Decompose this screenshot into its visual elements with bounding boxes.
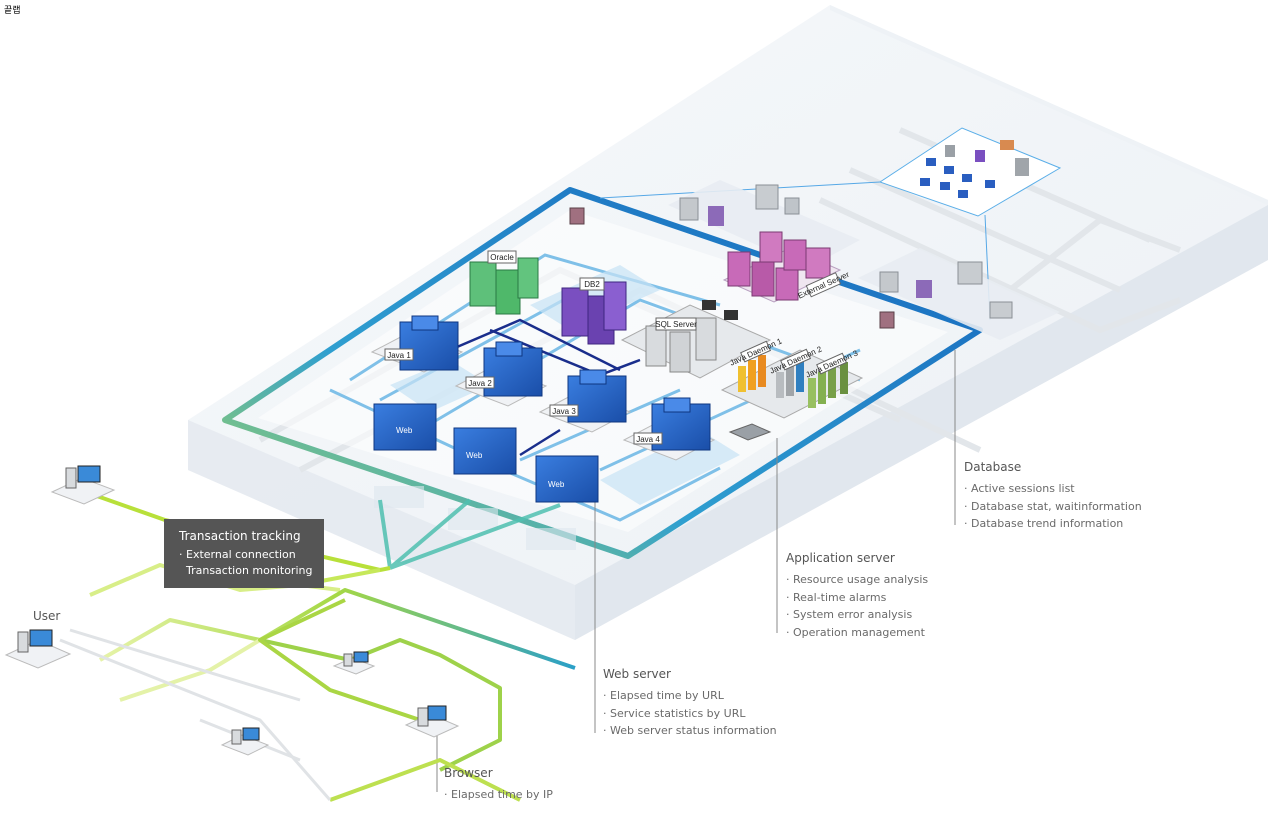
database-callout: Database · Active sessions list · Databa… (964, 460, 1142, 533)
application-server-callout-item: · System error analysis (786, 608, 913, 621)
web-server-2: Web (448, 427, 517, 530)
database-callout-item: · Database stat, waitinformation (964, 499, 1142, 513)
database-callout-item: · Active sessions list (964, 482, 1075, 495)
grey-user-links (59, 628, 332, 801)
user-label: User (33, 609, 61, 623)
user-pc-4 (220, 727, 270, 756)
java-server-3: Java 3 (538, 369, 632, 433)
db2-label: DB2 (584, 280, 600, 289)
web-server-3: Web (526, 455, 599, 550)
application-server-callout-item: · Real-time alarms (786, 590, 887, 604)
browser-callout-item: · Elapsed time by IP (444, 788, 553, 801)
web-server-2-label: Web (466, 451, 483, 460)
java-4-label: Java 4 (636, 435, 660, 444)
db2-db: DB2 (561, 277, 627, 345)
java-server-1: Java 1 (370, 315, 464, 373)
tooltip-title: Transaction tracking (179, 529, 301, 543)
web-server-callout-title: Web server (603, 667, 671, 681)
user-pc-1 (50, 465, 116, 505)
java-2-label: Java 2 (468, 379, 492, 388)
application-server-callout-title: Application server (786, 551, 895, 565)
oracle-db: Oracle (469, 250, 539, 315)
database-callout-item: · Database trend information (964, 517, 1124, 530)
web-server-1: Web (373, 403, 437, 508)
inset-servers (920, 140, 1029, 198)
java-3-label: Java 3 (552, 407, 576, 416)
web-server-callout-item: · Web server status information (603, 724, 777, 737)
grey-servers (668, 180, 1060, 340)
database-callout-title: Database (964, 460, 1022, 474)
user-pc-2 (4, 629, 72, 669)
application-server-callout-item: · Operation management (786, 625, 925, 639)
java-server-4: Java 4 (622, 397, 716, 461)
web-server-callout-item: · Service statistics by URL (603, 706, 746, 720)
teal-funnel (378, 498, 561, 570)
web-server-3-label: Web (548, 480, 565, 489)
corner-text: 끝랩 (4, 6, 21, 16)
web-server-1-label: Web (396, 426, 413, 435)
callout-leaders (436, 350, 956, 792)
java-server-2: Java 2 (454, 341, 548, 407)
application-server-callout-item: · Resource usage analysis (786, 573, 929, 586)
application-server-callout: Application server · Resource usage anal… (786, 551, 928, 641)
sql-server-label: SQL Server (655, 320, 697, 329)
web-server-callout: Web server · Elapsed time by URL · Servi… (603, 667, 777, 740)
tooltip-item: · External connection (179, 548, 296, 561)
transaction-tracking-tooltip: Transaction tracking · External connecti… (164, 519, 324, 588)
user-pc-5 (404, 705, 460, 738)
sql-server-db: SQL Server (620, 300, 772, 379)
user-pc-3 (332, 651, 376, 675)
tooltip-item: Transaction monitoring (179, 564, 313, 577)
browser-callout-title: Browser (444, 766, 493, 780)
user-network (79, 488, 576, 802)
terminals (569, 207, 895, 329)
java-1-label: Java 1 (387, 351, 411, 360)
browser-callout: Browser · Elapsed time by IP (444, 766, 553, 804)
switch-box (728, 423, 772, 441)
oracle-label: Oracle (490, 253, 514, 262)
java-daemons: Java Daemon 1 Java Daemon 2 Java Daemon … (720, 336, 864, 419)
web-server-callout-item: · Elapsed time by URL (603, 689, 724, 702)
